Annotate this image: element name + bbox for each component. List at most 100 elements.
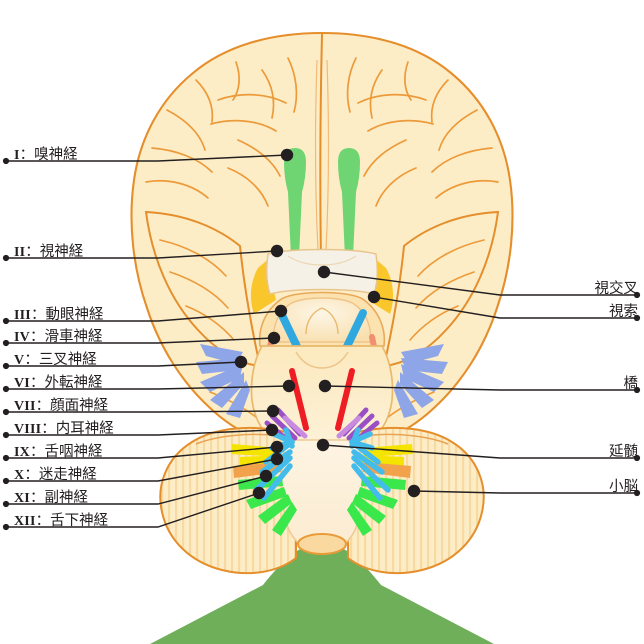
leader-dot-anatomy-end bbox=[267, 331, 281, 345]
label-cranial-nerve-vi: VI：外転神経 bbox=[14, 371, 102, 392]
label-cranial-nerve-v: V：三叉神経 bbox=[14, 348, 97, 369]
roman-numeral: XII bbox=[14, 514, 36, 529]
leader-line bbox=[6, 429, 273, 436]
leader-line bbox=[6, 361, 242, 367]
label-structure-4: 小脳 bbox=[609, 475, 638, 496]
label-cranial-nerve-x: X：迷走神経 bbox=[14, 463, 97, 484]
leader-dot-text-end bbox=[633, 489, 641, 497]
leader-dot-text-end bbox=[2, 385, 10, 393]
nerve-name: 外転神経 bbox=[44, 375, 103, 391]
roman-numeral: II bbox=[14, 245, 26, 260]
roman-numeral: VIII bbox=[14, 422, 42, 437]
abducens-nerve-vi bbox=[289, 368, 355, 431]
label-separator: ： bbox=[29, 490, 45, 506]
leader-line bbox=[6, 250, 278, 259]
leader-line bbox=[6, 410, 274, 413]
leader-dot-text-end bbox=[2, 408, 10, 416]
leader-dot-anatomy-end bbox=[234, 355, 248, 369]
leader-line bbox=[6, 475, 267, 505]
nerve-name: 顔面神経 bbox=[50, 398, 109, 414]
label-cranial-nerve-xi: XI：副神経 bbox=[14, 486, 88, 507]
leader-dot-text-end bbox=[2, 254, 10, 262]
label-structure-3: 延髄 bbox=[609, 440, 638, 461]
nerve-name: 三叉神経 bbox=[38, 352, 97, 368]
trigeminal-nerve-v bbox=[196, 344, 448, 418]
leader-line bbox=[413, 490, 637, 494]
roman-numeral: VII bbox=[14, 399, 36, 414]
leader-line bbox=[6, 385, 290, 390]
leader-line bbox=[324, 385, 637, 391]
vestibulocochlear-nerve-viii bbox=[282, 415, 362, 439]
leader-dot-text-end bbox=[2, 477, 10, 485]
leader-dot-text-end bbox=[2, 157, 10, 165]
leader-dot-anatomy-end bbox=[280, 148, 294, 162]
label-separator: ： bbox=[29, 329, 45, 345]
structure-name: 小脳 bbox=[609, 479, 638, 495]
hypoglossal-nerve-xii bbox=[253, 427, 391, 501]
label-cranial-nerve-i: I：嗅神経 bbox=[14, 143, 78, 164]
label-separator: ： bbox=[19, 147, 35, 163]
nerve-name: 滑車神経 bbox=[44, 329, 103, 345]
leader-dot-anatomy-end bbox=[407, 484, 421, 498]
roman-numeral: X bbox=[14, 468, 25, 483]
label-cranial-nerve-ii: II：視神経 bbox=[14, 240, 83, 261]
nerve-name: 副神経 bbox=[44, 490, 88, 506]
leader-line bbox=[6, 492, 260, 528]
leader-line bbox=[6, 446, 278, 459]
nerve-name: 内耳神経 bbox=[55, 421, 114, 437]
leader-dot-text-end bbox=[633, 454, 641, 462]
label-cranial-nerve-xii: XII：舌下神経 bbox=[14, 509, 108, 530]
label-cranial-nerve-iii: III：動眼神経 bbox=[14, 303, 103, 324]
leader-dot-text-end bbox=[2, 500, 10, 508]
label-cranial-nerve-viii: VIII：内耳神経 bbox=[14, 417, 114, 438]
roman-numeral: IX bbox=[14, 445, 30, 460]
leader-dot-anatomy-end bbox=[367, 290, 381, 304]
label-cranial-nerve-iv: IV：滑車神経 bbox=[14, 325, 102, 346]
leader-dot-anatomy-end bbox=[274, 304, 288, 318]
leader-dot-text-end bbox=[633, 386, 641, 394]
label-separator: ： bbox=[35, 398, 51, 414]
label-separator: ： bbox=[29, 375, 45, 391]
leader-dot-anatomy-end bbox=[318, 379, 332, 393]
leader-dot-text-end bbox=[2, 339, 10, 347]
leader-dot-anatomy-end bbox=[266, 404, 280, 418]
roman-numeral: XI bbox=[14, 491, 30, 506]
roman-numeral: I bbox=[14, 148, 20, 163]
nerve-name: 舌下神経 bbox=[50, 513, 109, 529]
label-separator: ： bbox=[35, 513, 51, 529]
leader-dot-anatomy-end bbox=[252, 486, 266, 500]
leader-line bbox=[6, 458, 278, 482]
leader-line bbox=[323, 271, 637, 296]
leader-line bbox=[6, 310, 282, 322]
cerebrum bbox=[130, 31, 514, 449]
label-structure-1: 視索 bbox=[609, 300, 638, 321]
leader-dot-text-end bbox=[633, 314, 641, 322]
leader-line bbox=[373, 296, 637, 319]
nerve-name: 視神経 bbox=[39, 244, 84, 260]
olfactory-nerve-structures bbox=[284, 148, 360, 266]
leader-line bbox=[322, 444, 637, 459]
label-separator: ： bbox=[29, 444, 45, 460]
leader-dot-anatomy-end bbox=[270, 244, 284, 258]
leader-dot-text-end bbox=[2, 362, 10, 370]
leader-dot-text-end bbox=[2, 431, 10, 439]
structure-name: 橋 bbox=[623, 376, 639, 392]
leader-dot-anatomy-end bbox=[259, 469, 273, 483]
label-separator: ： bbox=[41, 421, 56, 437]
structure-name: 視索 bbox=[609, 304, 638, 320]
leader-dot-text-end bbox=[2, 317, 10, 325]
label-separator: ： bbox=[24, 467, 39, 483]
leader-dot-text-end bbox=[2, 454, 10, 462]
leader-dot-anatomy-end bbox=[317, 265, 331, 279]
nerve-name: 舌咽神経 bbox=[44, 444, 103, 460]
structure-name: 延髄 bbox=[609, 444, 638, 460]
label-separator: ： bbox=[24, 352, 39, 368]
leader-dot-anatomy-end bbox=[282, 379, 296, 393]
leader-dot-anatomy-end bbox=[265, 423, 279, 437]
label-separator: ： bbox=[30, 307, 46, 323]
label-cranial-nerve-ix: IX：舌咽神経 bbox=[14, 440, 102, 461]
structure-name: 視交叉 bbox=[594, 281, 639, 297]
